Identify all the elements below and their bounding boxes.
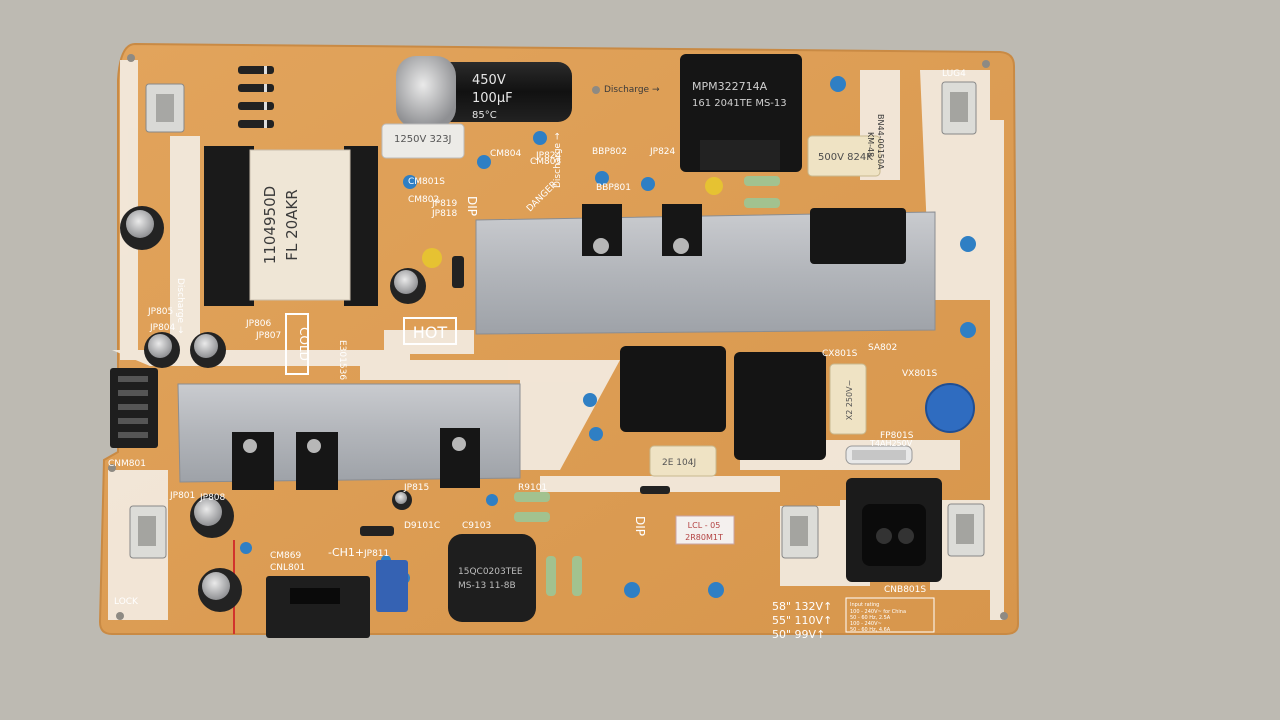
label-cm802: CM802: [408, 195, 439, 205]
label-cnl801: CNL801: [270, 563, 305, 573]
input-rating-line-4: 50 - 60 Hz, 4.6A: [850, 627, 891, 633]
label-jp808: JP808: [199, 493, 226, 503]
label-cm803: CM803: [530, 157, 561, 167]
voltage-line-1: 58" 132V↑: [772, 600, 832, 613]
label-jp805: JP805: [147, 307, 173, 317]
label-lug4: LUG4: [942, 69, 966, 79]
film-capacitor-top: 1250V 323J: [381, 123, 465, 159]
label-dip-bottom: DIP: [633, 516, 647, 536]
transformer-label-2: FL 20AKR: [283, 189, 301, 260]
bottom-inductor: 15QC0203TEE MS-13 11-8B: [448, 534, 536, 622]
label-cert: E301536: [337, 340, 347, 380]
label-jp824-real: JP824: [649, 147, 676, 157]
lug-terminal-top-right: [941, 81, 977, 135]
input-rating-line-2: 50 - 60 Hz, 2.5A: [850, 615, 891, 621]
label-cx801: CX801S: [822, 349, 858, 359]
label-jp824: JP824: [535, 151, 562, 161]
silkscreen-labels: LUG4 LOCK Discharge → JP824 BBP802 JP824…: [108, 69, 966, 607]
white-sticker: LCL - 05 2R80M1T: [675, 515, 735, 545]
input-rating-box: Input rating 100 - 240V~ for China 50 - …: [845, 597, 935, 633]
bulk-capacitor: 450V 100µF 85°C: [396, 56, 572, 128]
label-discharge-mid: Discharge →: [553, 132, 563, 188]
label-cold: COLD: [297, 327, 311, 361]
label-jp806: JP806: [245, 319, 272, 329]
label-bbp801: BBP801: [596, 183, 631, 193]
bulk-cap-voltage: 450V: [472, 73, 506, 88]
label-jp819: JP819: [431, 199, 458, 209]
input-rating-title: Input rating: [850, 602, 879, 608]
common-mode-chokes: [620, 346, 826, 460]
label-cnb801: CNB801S: [884, 585, 926, 595]
label-ch1: -CH1+: [328, 546, 364, 559]
mounting-holes: [108, 54, 1008, 620]
x2-cap-label: X2 250V~: [845, 380, 854, 421]
label-cm801: CM801S: [408, 177, 445, 187]
label-jp818: JP818: [431, 209, 458, 219]
lug-terminal-bottom-left: [129, 505, 167, 559]
label-hot: HOT: [413, 323, 448, 342]
input-rating-line-3: 100 - 240V~: [850, 621, 882, 627]
diode-array: [238, 66, 274, 128]
top-inductor-label-1: MPM322714A: [692, 80, 768, 93]
label-discharge-top: Discharge →: [604, 85, 660, 95]
film-capacitor-mid: 2E 104J: [649, 445, 717, 477]
bottom-inductor-label-2: MS-13 11-8B: [458, 581, 516, 591]
film-cap-top-label: 1250V 323J: [394, 134, 452, 145]
label-model-sub: KM-48: [866, 132, 875, 157]
transformer-label-1: 1104950D: [261, 186, 279, 264]
label-fuse-rating: T4AH250V: [869, 439, 913, 448]
label-fp801: FP801S: [880, 431, 914, 441]
film-cap-mid-label: 2E 104J: [662, 458, 696, 468]
label-cm869: CM869: [270, 551, 302, 561]
label-vx801: VX801S: [902, 369, 938, 379]
top-inductor: MPM322714A 161 2041TE MS-13: [680, 54, 802, 172]
label-r9101: R9101: [518, 483, 547, 493]
x2-capacitor: X2 250V~: [829, 363, 867, 435]
resistors: [360, 176, 780, 596]
ac-power-inlet: [846, 478, 942, 582]
label-sa802: SA802: [868, 343, 897, 353]
bulk-cap-temp: 85°C: [472, 110, 497, 121]
blue-box-capacitor: [376, 560, 408, 612]
label-discharge-left: Discharge →: [175, 278, 185, 334]
label-bbp802: BBP802: [592, 147, 627, 157]
label-jp811: JP811: [363, 549, 389, 559]
label-lock: LOCK: [114, 597, 139, 607]
connector-cnm801: [110, 368, 158, 448]
lug-terminal-top-left: [145, 83, 185, 133]
bottom-inductor-label-1: 15QC0203TEE: [458, 567, 523, 577]
label-jp807: JP807: [255, 331, 281, 341]
voltage-line-3: 50" 99V↑: [772, 628, 825, 641]
sticker-line-2: 2R80M1T: [685, 533, 723, 542]
bulk-cap-capacitance: 100µF: [472, 91, 513, 106]
label-cm804: CM804: [490, 149, 522, 159]
film-capacitor-right: 500V 824K: [807, 135, 881, 177]
film-cap-right-label: 500V 824K: [818, 152, 873, 163]
sticker-line-1: LCL - 05: [688, 521, 721, 530]
voltage-spec-table: 58" 132V↑ 55" 110V↑ 50" 99V↑: [772, 600, 832, 641]
label-model-code: BN44-00150A: [876, 114, 885, 170]
label-jp804: JP804: [149, 323, 176, 333]
connector-cnl801: [266, 576, 370, 638]
silkscreen-large-labels: HOT COLD DIP DIP DANGER E301536 Discharg…: [175, 114, 885, 536]
heatsink-top: [475, 204, 936, 335]
label-d9101: D9101C: [404, 521, 440, 531]
label-jp815: JP815: [403, 483, 429, 493]
heatsink-bottom: [177, 383, 521, 490]
label-dip-top: DIP: [465, 196, 479, 216]
main-transformer: 1104950D FL 20AKR: [204, 146, 378, 306]
label-jp801: JP801: [169, 491, 195, 501]
fuse: [845, 445, 913, 465]
label-c9103: C9103: [462, 521, 491, 531]
top-inductor-label-2: 161 2041TE MS-13: [692, 98, 787, 109]
voltage-line-2: 55" 110V↑: [772, 614, 832, 627]
label-cnm801: CNM801: [108, 459, 146, 469]
varistor: [925, 383, 975, 433]
electrolytic-capacitors: [120, 177, 723, 612]
lug-terminal-bottom-right: [947, 503, 985, 557]
lug-terminal-bottom-mid: [781, 505, 819, 559]
input-rating-line-1: 100 - 240V~ for China: [850, 609, 906, 615]
